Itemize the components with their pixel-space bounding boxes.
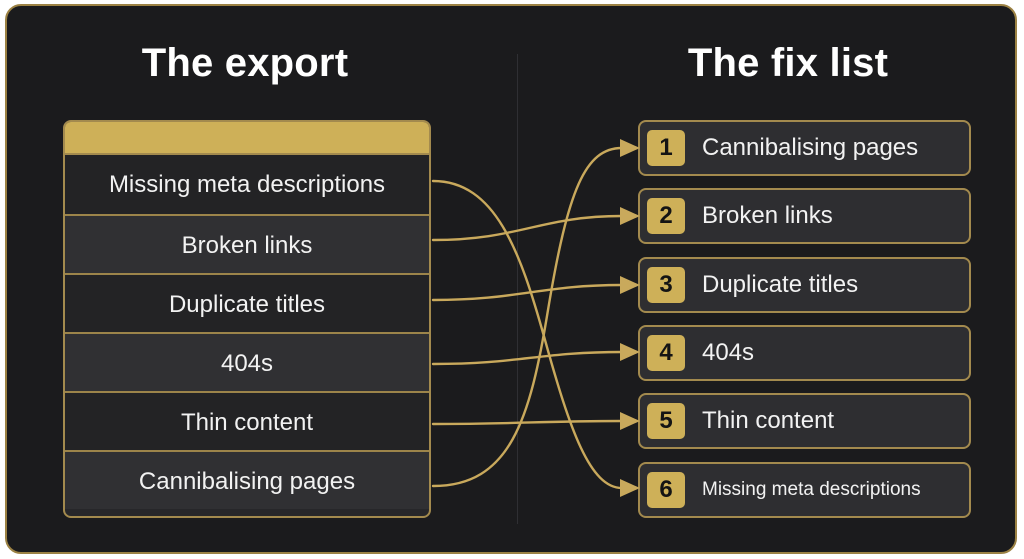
export-heading: The export	[141, 41, 349, 85]
fix-item-label: Missing meta descriptions	[702, 479, 921, 500]
fix-item-number-badge: 6	[647, 472, 685, 508]
export-row-duplicate-titles: Duplicate titles	[65, 273, 429, 332]
fix-item-4: 4 404s	[638, 325, 971, 381]
fix-item-number-badge: 2	[647, 198, 685, 234]
fix-item-1: 1 Cannibalising pages	[638, 120, 971, 176]
fix-item-5: 5 Thin content	[638, 393, 971, 449]
fix-item-6: 6 Missing meta descriptions	[638, 462, 971, 518]
export-rows: Missing meta descriptions Broken links D…	[65, 155, 429, 509]
fix-item-label: Cannibalising pages	[702, 134, 919, 161]
fix-item-number-badge: 1	[647, 130, 685, 166]
export-row-cannibalising-pages: Cannibalising pages	[65, 450, 429, 509]
export-table: Missing meta descriptions Broken links D…	[63, 120, 431, 518]
export-row-thin-content: Thin content	[65, 391, 429, 450]
fix-item-3: 3 Duplicate titles	[638, 257, 971, 313]
fix-item-label: Thin content	[702, 407, 835, 434]
export-row-404s: 404s	[65, 332, 429, 391]
export-row-broken-links: Broken links	[65, 214, 429, 273]
export-row-missing-meta-descriptions: Missing meta descriptions	[65, 155, 429, 214]
fix-item-number-badge: 4	[647, 335, 685, 371]
fix-list-heading: The fix list	[687, 41, 889, 85]
fix-item-number-badge: 3	[647, 267, 685, 303]
fix-item-number-badge: 5	[647, 403, 685, 439]
fix-item-label: 404s	[702, 339, 755, 366]
fix-item-label: Duplicate titles	[702, 271, 859, 298]
export-table-header	[65, 122, 429, 155]
fix-item-label: Broken links	[702, 202, 833, 229]
fix-item-2: 2 Broken links	[638, 188, 971, 244]
column-divider	[517, 54, 518, 524]
